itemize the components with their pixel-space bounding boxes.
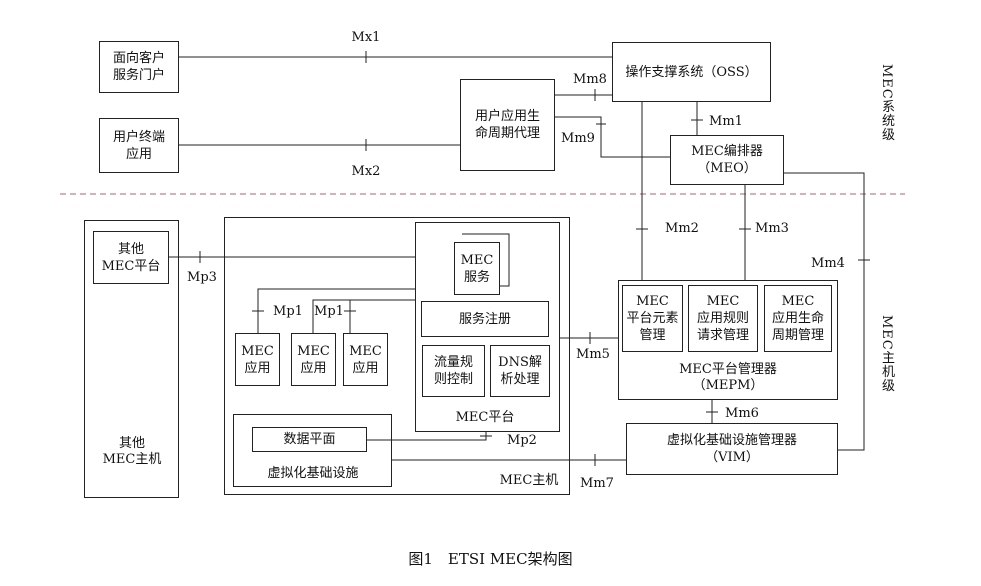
data-plane-box: 数据平面	[252, 427, 367, 452]
customer-portal-box: 面向客户 服务门户	[99, 41, 179, 93]
dns-handling-box: DNS解 析处理	[490, 345, 550, 397]
user-terminal-app-box: 用户终端 应用	[99, 118, 179, 173]
mec-host-region	[224, 217, 570, 495]
refpoint-mm9: Mm9	[561, 131, 595, 146]
mec-platform-region	[415, 222, 560, 432]
host-level-label: MEC主机级	[879, 315, 894, 393]
mec-app-box: MEC 应用	[235, 333, 280, 386]
refpoint-mm3: Mm3	[755, 221, 789, 236]
mepm-region	[618, 280, 838, 400]
refpoint-mm7: Mm7	[580, 476, 614, 491]
mm4-line	[784, 172, 865, 451]
virtualization-infra-region	[233, 414, 392, 487]
mp1-line-c	[349, 299, 415, 333]
refpoint-mx1: Mx1	[351, 30, 381, 45]
refpoint-mm1: Mm1	[709, 114, 743, 129]
mm9-line	[555, 116, 671, 158]
vim-box: 虚拟化基础设施管理器 （VIM）	[626, 423, 838, 475]
other-mec-host-region	[84, 220, 179, 498]
mec-platform-label: MEC平台	[455, 410, 515, 425]
mepm-label: MEC平台管理器 （MEPM）	[679, 362, 777, 393]
mec-service-stack	[462, 233, 510, 287]
refpoint-mp1: Mp1	[314, 304, 344, 319]
platform-element-mgmt-box: MEC 平台元素 管理	[622, 285, 683, 352]
refpoint-mx2: Mx2	[351, 164, 381, 179]
refpoint-mm4: Mm4	[811, 256, 845, 271]
mec-app-box: MEC 应用	[343, 333, 388, 386]
mec-host-label: MEC主机	[499, 473, 559, 488]
mec-app-box: MEC 应用	[291, 333, 336, 386]
refpoint-mm6: Mm6	[725, 406, 759, 421]
mp2-line	[367, 431, 487, 441]
service-registry-box: 服务注册	[421, 301, 549, 337]
mec-service-box: MEC 服务	[454, 242, 500, 295]
system-level-label: MEC系统级	[879, 64, 894, 142]
refpoint-mm2: Mm2	[665, 221, 699, 236]
app-lifecycle-mgmt-box: MEC 应用生命 周期管理	[764, 285, 832, 352]
refpoint-mp3: Mp3	[187, 270, 217, 285]
figure-caption: 图1 ETSI MEC架构图	[408, 550, 573, 568]
meo-box: MEC编排器 （MEO）	[670, 135, 784, 185]
oss-box: 操作支撑系统（OSS）	[612, 42, 771, 102]
refpoint-mp1: Mp1	[273, 304, 303, 319]
other-mec-host-label: 其他 MEC主机	[102, 436, 162, 467]
other-mec-platform-box: 其他 MEC平台	[93, 231, 169, 284]
app-rules-mgmt-box: MEC 应用规则 请求管理	[688, 285, 758, 352]
lifecycle-proxy-box: 用户应用生 命周期代理	[460, 79, 555, 171]
mp1-line-a	[257, 288, 415, 333]
traffic-rules-box: 流量规 则控制	[422, 345, 485, 397]
refpoint-mm8: Mm8	[573, 72, 607, 87]
refpoint-mp2: Mp2	[507, 433, 537, 448]
refpoint-mm5: Mm5	[576, 347, 610, 362]
virtualization-infra-label: 虚拟化基础设施	[267, 466, 359, 481]
